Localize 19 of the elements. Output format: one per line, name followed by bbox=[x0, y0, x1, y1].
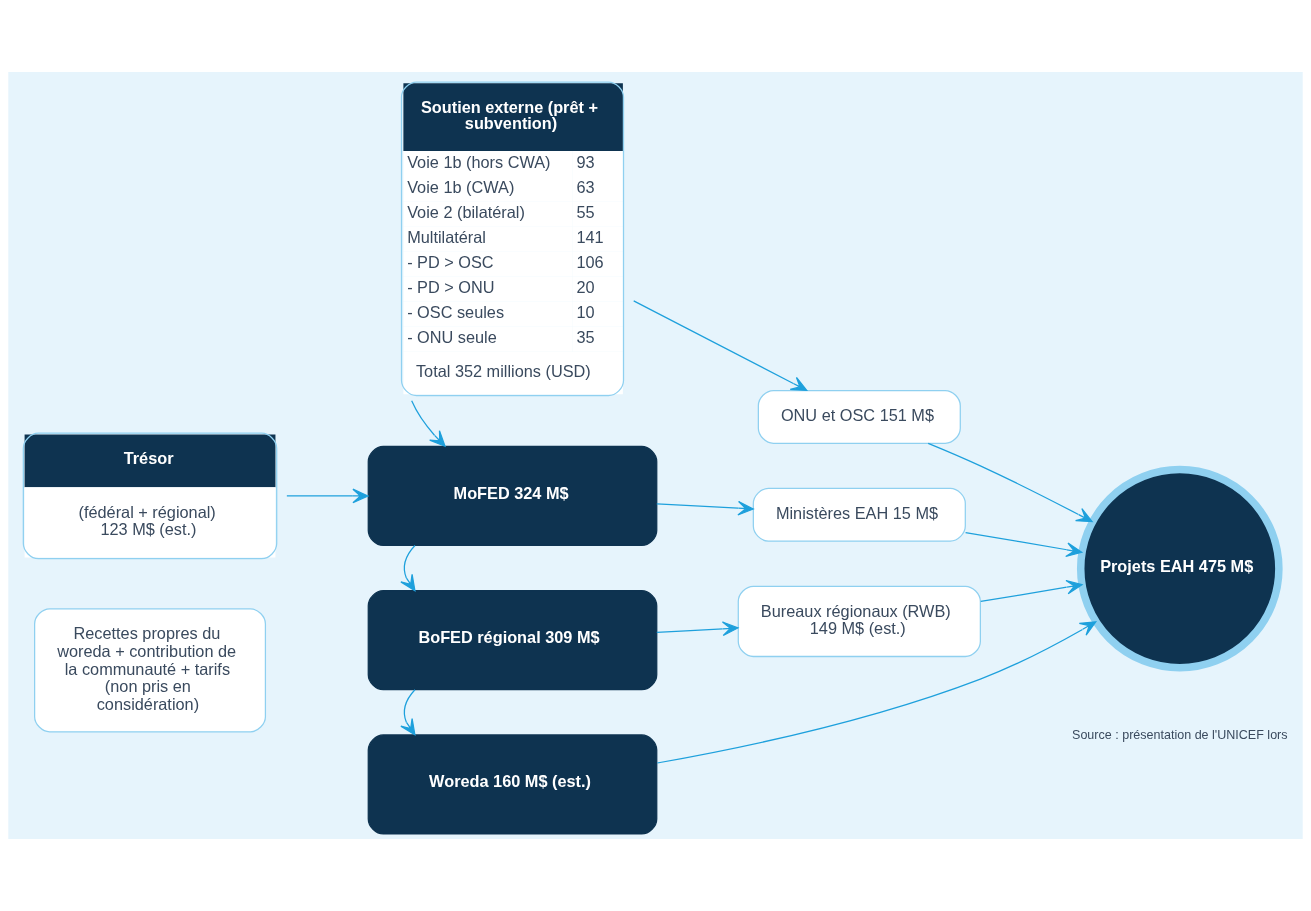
node-box: BoFED régional 309 M$ bbox=[367, 590, 658, 691]
arrow bbox=[980, 579, 1083, 603]
arrow bbox=[964, 531, 1083, 558]
arrow bbox=[411, 400, 446, 447]
node-box: MoFED 324 M$ bbox=[367, 445, 658, 547]
node-box: ONU et OSC 151 M$ bbox=[757, 389, 961, 444]
arrow bbox=[927, 442, 1093, 523]
label: Source : présentation de l'UNICEF lors bbox=[1072, 727, 1288, 742]
arrow bbox=[633, 300, 808, 391]
arrow bbox=[400, 689, 416, 736]
arrow bbox=[286, 488, 369, 504]
arrow bbox=[656, 500, 754, 516]
node-box: Recettes propres du woreda + contribution de la communauté + tarifs (non pris en considération) bbox=[34, 608, 267, 733]
arrow bbox=[656, 621, 1097, 764]
node-box: Ministères EAH 15 M$ bbox=[752, 487, 966, 542]
arrow bbox=[400, 544, 416, 592]
arrow bbox=[656, 621, 739, 637]
node-box: Woreda 160 M$ (est.) bbox=[367, 734, 658, 835]
node-box: Bureaux régionaux (RWB) 149 M$ (est.) bbox=[737, 585, 981, 658]
